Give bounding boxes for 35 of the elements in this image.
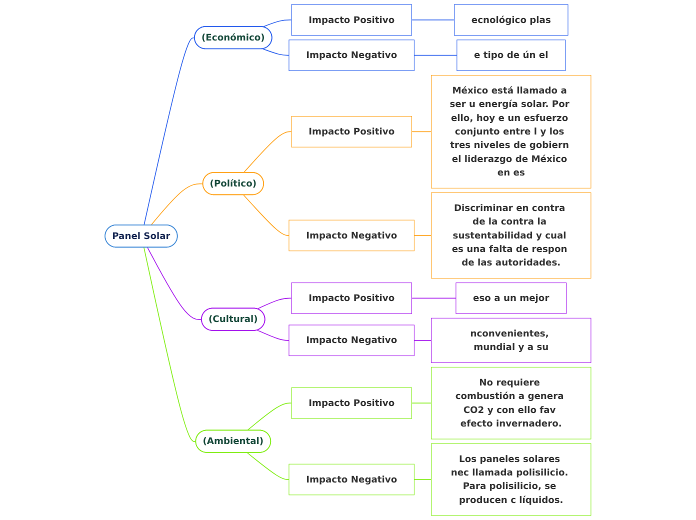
node-box: eso a un mejor [456, 282, 567, 314]
connector [411, 131, 432, 132]
connector [262, 48, 290, 56]
node-box: e tipo de ún el [456, 40, 566, 71]
connector [150, 183, 204, 226]
connector [414, 479, 432, 480]
connector [246, 452, 290, 480]
node-box: Impacto Positivo [291, 4, 412, 36]
node-box: Impacto Negativo [288, 220, 414, 252]
connector [147, 247, 202, 320]
connector [262, 20, 292, 28]
connector [144, 37, 196, 226]
node-box: Impacto Negativo [288, 324, 414, 356]
node-box: Impacto Negativo [288, 464, 414, 496]
connector [243, 131, 292, 174]
node-box: Impacto Positivo [291, 116, 412, 148]
connector [411, 402, 432, 404]
node-box: Impacto Negativo [288, 40, 414, 71]
connector [411, 298, 456, 299]
node-box: Discriminar en contra de la contra la sustentabilidad y cual es una falta de respon de las autoridades. [431, 192, 592, 279]
connector [243, 194, 290, 236]
connector [414, 54, 458, 56]
node-box: Los paneles solares nec llamada polisilicio. Para polisilicio, se producen c líquidos. [431, 443, 592, 516]
node-box: Impacto Positivo [291, 387, 412, 419]
node-box: nconvenientes, mundial y a su [431, 318, 592, 363]
connector [143, 247, 196, 442]
connector [256, 330, 290, 341]
node-box: ecnológico plas [454, 4, 568, 36]
connector [414, 340, 432, 341]
node-box: No requiere combustión a genera CO2 y con ello fav efecto invernadero. [431, 366, 592, 440]
node-box: Impacto Positivo [291, 282, 412, 314]
connector [414, 235, 432, 236]
node-box: México está llamado a ser u energía solar. Por ello, hoy e un esfuerzo conjunto entre l y los tres niveles de gobiern el liderazgo de México en es [431, 74, 592, 188]
connector [256, 298, 292, 310]
connector [246, 402, 292, 431]
